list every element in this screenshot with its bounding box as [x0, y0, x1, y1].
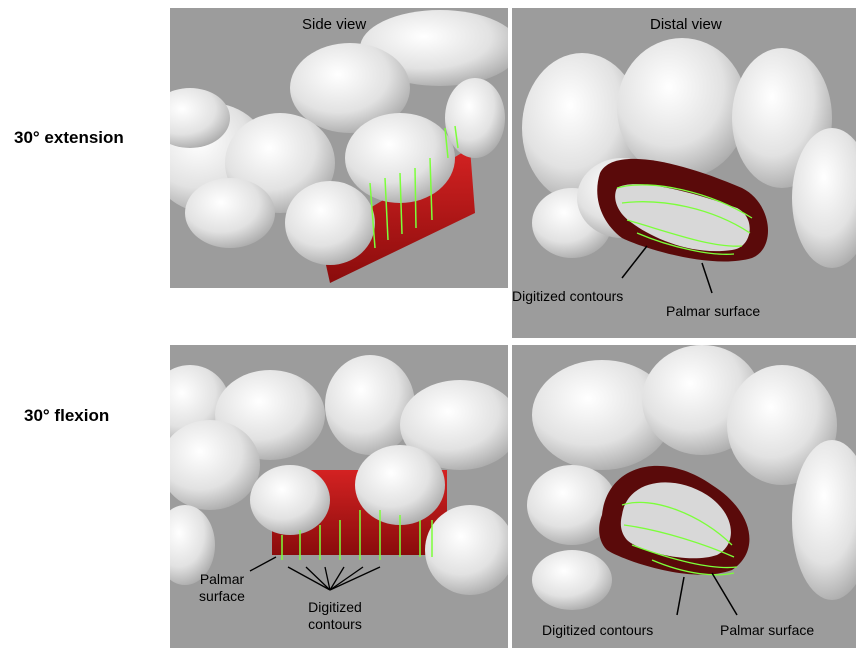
column-title-side: Side view	[302, 16, 366, 33]
bone-render-distal-flexion	[512, 345, 856, 648]
annotation-digitized: Digitized	[295, 599, 375, 616]
annotation-digitized-contours: Digitized contours	[512, 288, 623, 305]
annotation-palmar-surface-side: Palmar surface	[192, 571, 252, 605]
annotation-palmar-surface-distal: Palmar surface	[720, 622, 814, 639]
annotation-palmar: Palmar	[192, 571, 252, 588]
annotation-palmar-surface: Palmar surface	[666, 303, 760, 320]
row-label-flexion: 30° flexion	[24, 406, 109, 426]
panel-distal-extension: Distal view Digitized contours Palmar su…	[512, 8, 856, 338]
row-label-extension: 30° extension	[14, 128, 124, 148]
annotation-contours: contours	[295, 616, 375, 633]
panel-side-extension: Side view	[170, 8, 508, 288]
column-title-distal: Distal view	[650, 16, 722, 33]
bone-render-side-extension	[170, 8, 508, 288]
annotation-digitized-contours-distal: Digitized contours	[542, 622, 653, 639]
panel-distal-flexion: Digitized contours Palmar surface	[512, 345, 856, 648]
annotation-digitized-contours-side: Digitized contours	[295, 599, 375, 633]
annotation-surface: surface	[192, 588, 252, 605]
panel-side-flexion: Palmar surface Digitized contours	[170, 345, 508, 648]
